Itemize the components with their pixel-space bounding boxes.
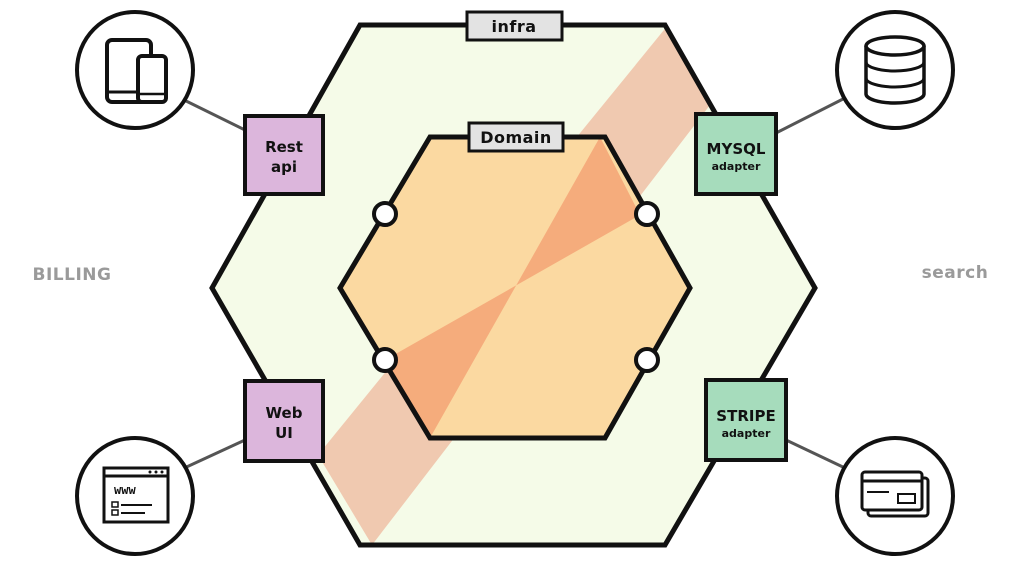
rest-api-adapter: Rest api xyxy=(243,114,325,196)
rest-api-line1: Rest xyxy=(265,138,303,156)
mobile-devices-icon xyxy=(75,10,195,130)
stripe-adapter: STRIPE adapter xyxy=(704,378,788,462)
stripe-line1: STRIPE xyxy=(716,407,775,425)
credit-card-icon xyxy=(835,436,955,556)
port-top-left xyxy=(372,201,398,227)
infra-hexagon-outline xyxy=(209,22,818,548)
database-icon xyxy=(835,10,955,130)
line-browser-to-web-ui xyxy=(179,438,246,472)
browser-window-icon: www xyxy=(75,436,195,556)
mysql-adapter: MYSQL adapter xyxy=(694,112,778,196)
rest-api-line2: api xyxy=(271,158,297,176)
browser-www-text: www xyxy=(114,483,136,497)
web-ui-line2: UI xyxy=(275,424,293,442)
port-bottom-right xyxy=(634,347,660,373)
search-label: search xyxy=(922,263,989,283)
line-mobile-to-rest-api xyxy=(179,96,246,132)
domain-label: Domain xyxy=(467,121,565,153)
domain-hexagon-outline xyxy=(337,134,693,441)
line-card-to-stripe xyxy=(785,438,846,470)
stripe-line2: adapter xyxy=(722,427,771,440)
billing-label: BILLING xyxy=(33,265,112,285)
domain-diagonal-beam xyxy=(385,137,640,438)
domain-label-text: Domain xyxy=(480,128,552,147)
web-ui-line1: Web xyxy=(266,404,303,422)
mysql-line1: MYSQL xyxy=(707,140,766,158)
mysql-line2: adapter xyxy=(712,160,761,173)
infra-label: infra xyxy=(465,10,564,42)
domain-ports xyxy=(372,201,660,373)
web-ui-adapter: Web UI xyxy=(243,379,325,463)
infra-label-text: infra xyxy=(491,17,536,36)
port-top-right xyxy=(634,201,660,227)
line-database-to-mysql xyxy=(775,96,846,135)
port-bottom-left xyxy=(372,347,398,373)
